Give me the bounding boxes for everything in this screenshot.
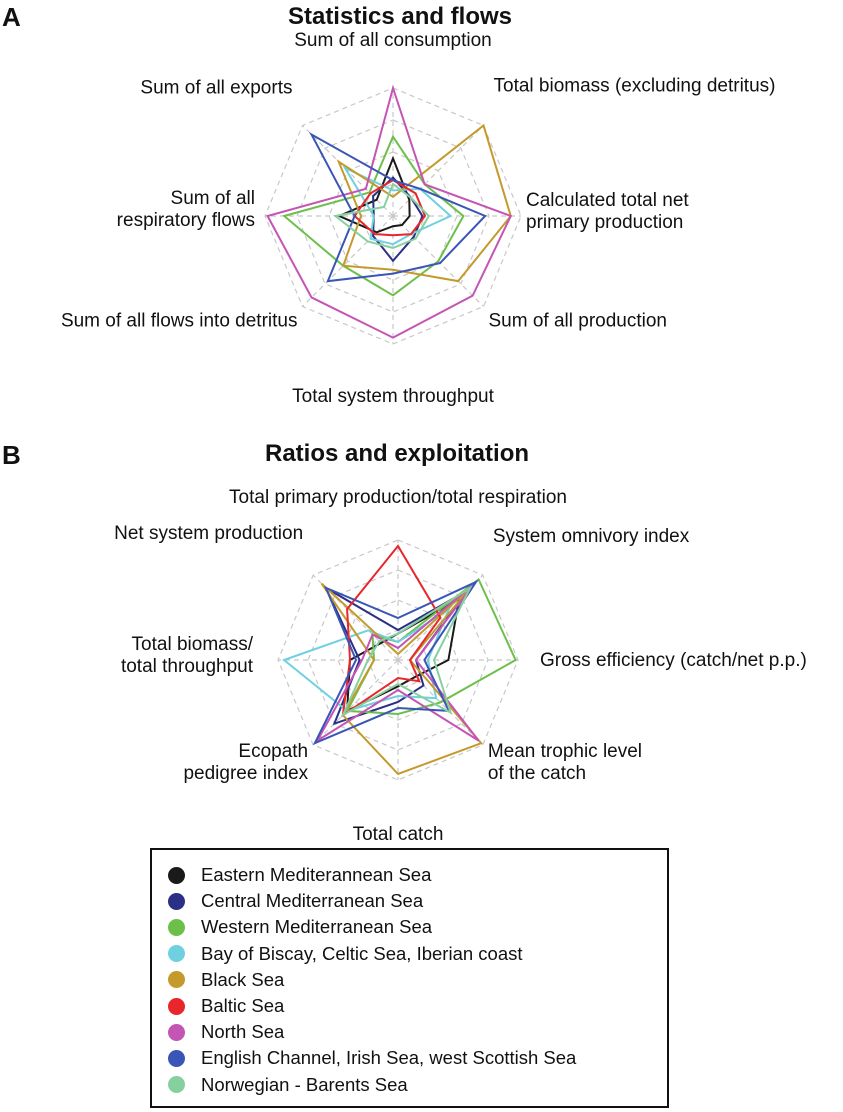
legend-label: Baltic Sea <box>201 995 285 1017</box>
axis-label-8: Net system production <box>114 523 303 544</box>
legend-item: Eastern Mediterannean Sea <box>168 862 667 888</box>
series-line-english-channel-irish-sea-west-scottish-sea <box>309 132 487 283</box>
panel-a-title: Statistics and flows <box>287 3 513 30</box>
axis-label-1: Sum of all consumption <box>294 30 492 51</box>
grid-spoke-2 <box>392 125 484 217</box>
legend-label: Central Mediterranean Sea <box>201 890 424 912</box>
series-line-eastern-mediterannean-sea <box>345 596 461 713</box>
radar-chart-ratios-exploitation: Total primary production/total respirati… <box>114 487 807 845</box>
legend-item: English Channel, Irish Sea, west Scottis… <box>168 1045 667 1071</box>
grid-ring-3 <box>296 119 490 313</box>
legend-label: Black Sea <box>201 968 285 990</box>
legend-dot-icon <box>168 918 185 936</box>
legend-item: Central Mediterranean Sea <box>168 888 667 914</box>
legend-item: Baltic Sea <box>168 993 667 1019</box>
panel-b-title: Ratios and exploitation <box>264 440 530 467</box>
legend-item: Norwegian - Barents Sea <box>168 1072 667 1098</box>
grid-ring-4 <box>277 539 519 781</box>
legend-label: North Sea <box>201 1021 285 1043</box>
series-line-black-sea <box>320 582 483 776</box>
axis-label-2: Total biomass (excluding detritus) <box>494 75 776 96</box>
legend-dot-icon <box>168 1076 185 1094</box>
legend-label: Western Mediterranean Sea <box>201 916 433 938</box>
legend-item: North Sea <box>168 1019 667 1045</box>
series-line-north-sea <box>316 582 480 742</box>
legend-dot-icon <box>168 997 185 1015</box>
axis-label-7: Total biomass/total throughput <box>121 634 254 677</box>
axis-label-1: Total primary production/total respirati… <box>229 487 567 508</box>
grid-ring-2 <box>337 599 459 721</box>
legend-label: Eastern Mediterannean Sea <box>201 864 432 886</box>
axis-label-3: Gross efficiency (catch/net p.p.) <box>540 650 807 671</box>
grid-ring-2 <box>328 151 458 281</box>
axis-label-4: Sum of all production <box>489 311 667 332</box>
axis-label-5: Total catch <box>353 824 444 845</box>
legend-label: English Channel, Irish Sea, west Scottis… <box>201 1047 577 1069</box>
legend-dot-icon <box>168 945 185 963</box>
series-line-bay-of-biscay-celtic-sea-iberian-coast <box>342 165 453 246</box>
legend-label: Norwegian - Barents Sea <box>201 1073 408 1095</box>
axis-label-8: Sum of all exports <box>140 77 292 98</box>
legend-dot-icon <box>168 1023 185 1041</box>
series-line-english-channel-irish-sea-west-scottish-sea <box>312 579 479 746</box>
grid-ring-3 <box>307 569 489 751</box>
axis-label-2: System omnivory index <box>493 526 690 547</box>
panel-b-letter: B <box>2 440 21 470</box>
series-line-norwegian-barents-sea <box>340 585 473 718</box>
legend-dot-icon <box>168 971 185 989</box>
grid-spoke-6 <box>312 659 399 746</box>
axis-label-6: Sum of all flows into detritus <box>61 311 298 332</box>
series-line-norwegian-barents-sea <box>333 182 431 250</box>
legend-item: Western Mediterranean Sea <box>168 914 667 940</box>
grid-ring-1 <box>360 183 426 249</box>
series-line-baltic-sea <box>353 179 427 237</box>
series-line-central-mediterranean-sea <box>372 176 424 263</box>
series-line-eastern-mediterannean-sea <box>336 155 411 234</box>
legend-item: Black Sea <box>168 967 667 993</box>
legend-label: Bay of Biscay, Celtic Sea, Iberian coast <box>201 942 523 964</box>
series-line-western-mediterranean-sea <box>345 577 517 716</box>
grid-spoke-4 <box>397 659 484 746</box>
axis-label-5: Total system throughput <box>292 386 494 407</box>
series-line-western-mediterranean-sea <box>282 134 465 297</box>
series-line-baltic-sea <box>341 544 442 718</box>
legend-dot-icon <box>168 1049 185 1067</box>
legend-dot-icon <box>168 866 185 884</box>
legend-item: Bay of Biscay, Celtic Sea, Iberian coast <box>168 941 667 967</box>
series-line-north-sea <box>266 84 513 339</box>
series-line-black-sea <box>336 123 512 283</box>
legend-dot-icon <box>168 892 185 910</box>
panel-a-letter: A <box>2 2 21 32</box>
